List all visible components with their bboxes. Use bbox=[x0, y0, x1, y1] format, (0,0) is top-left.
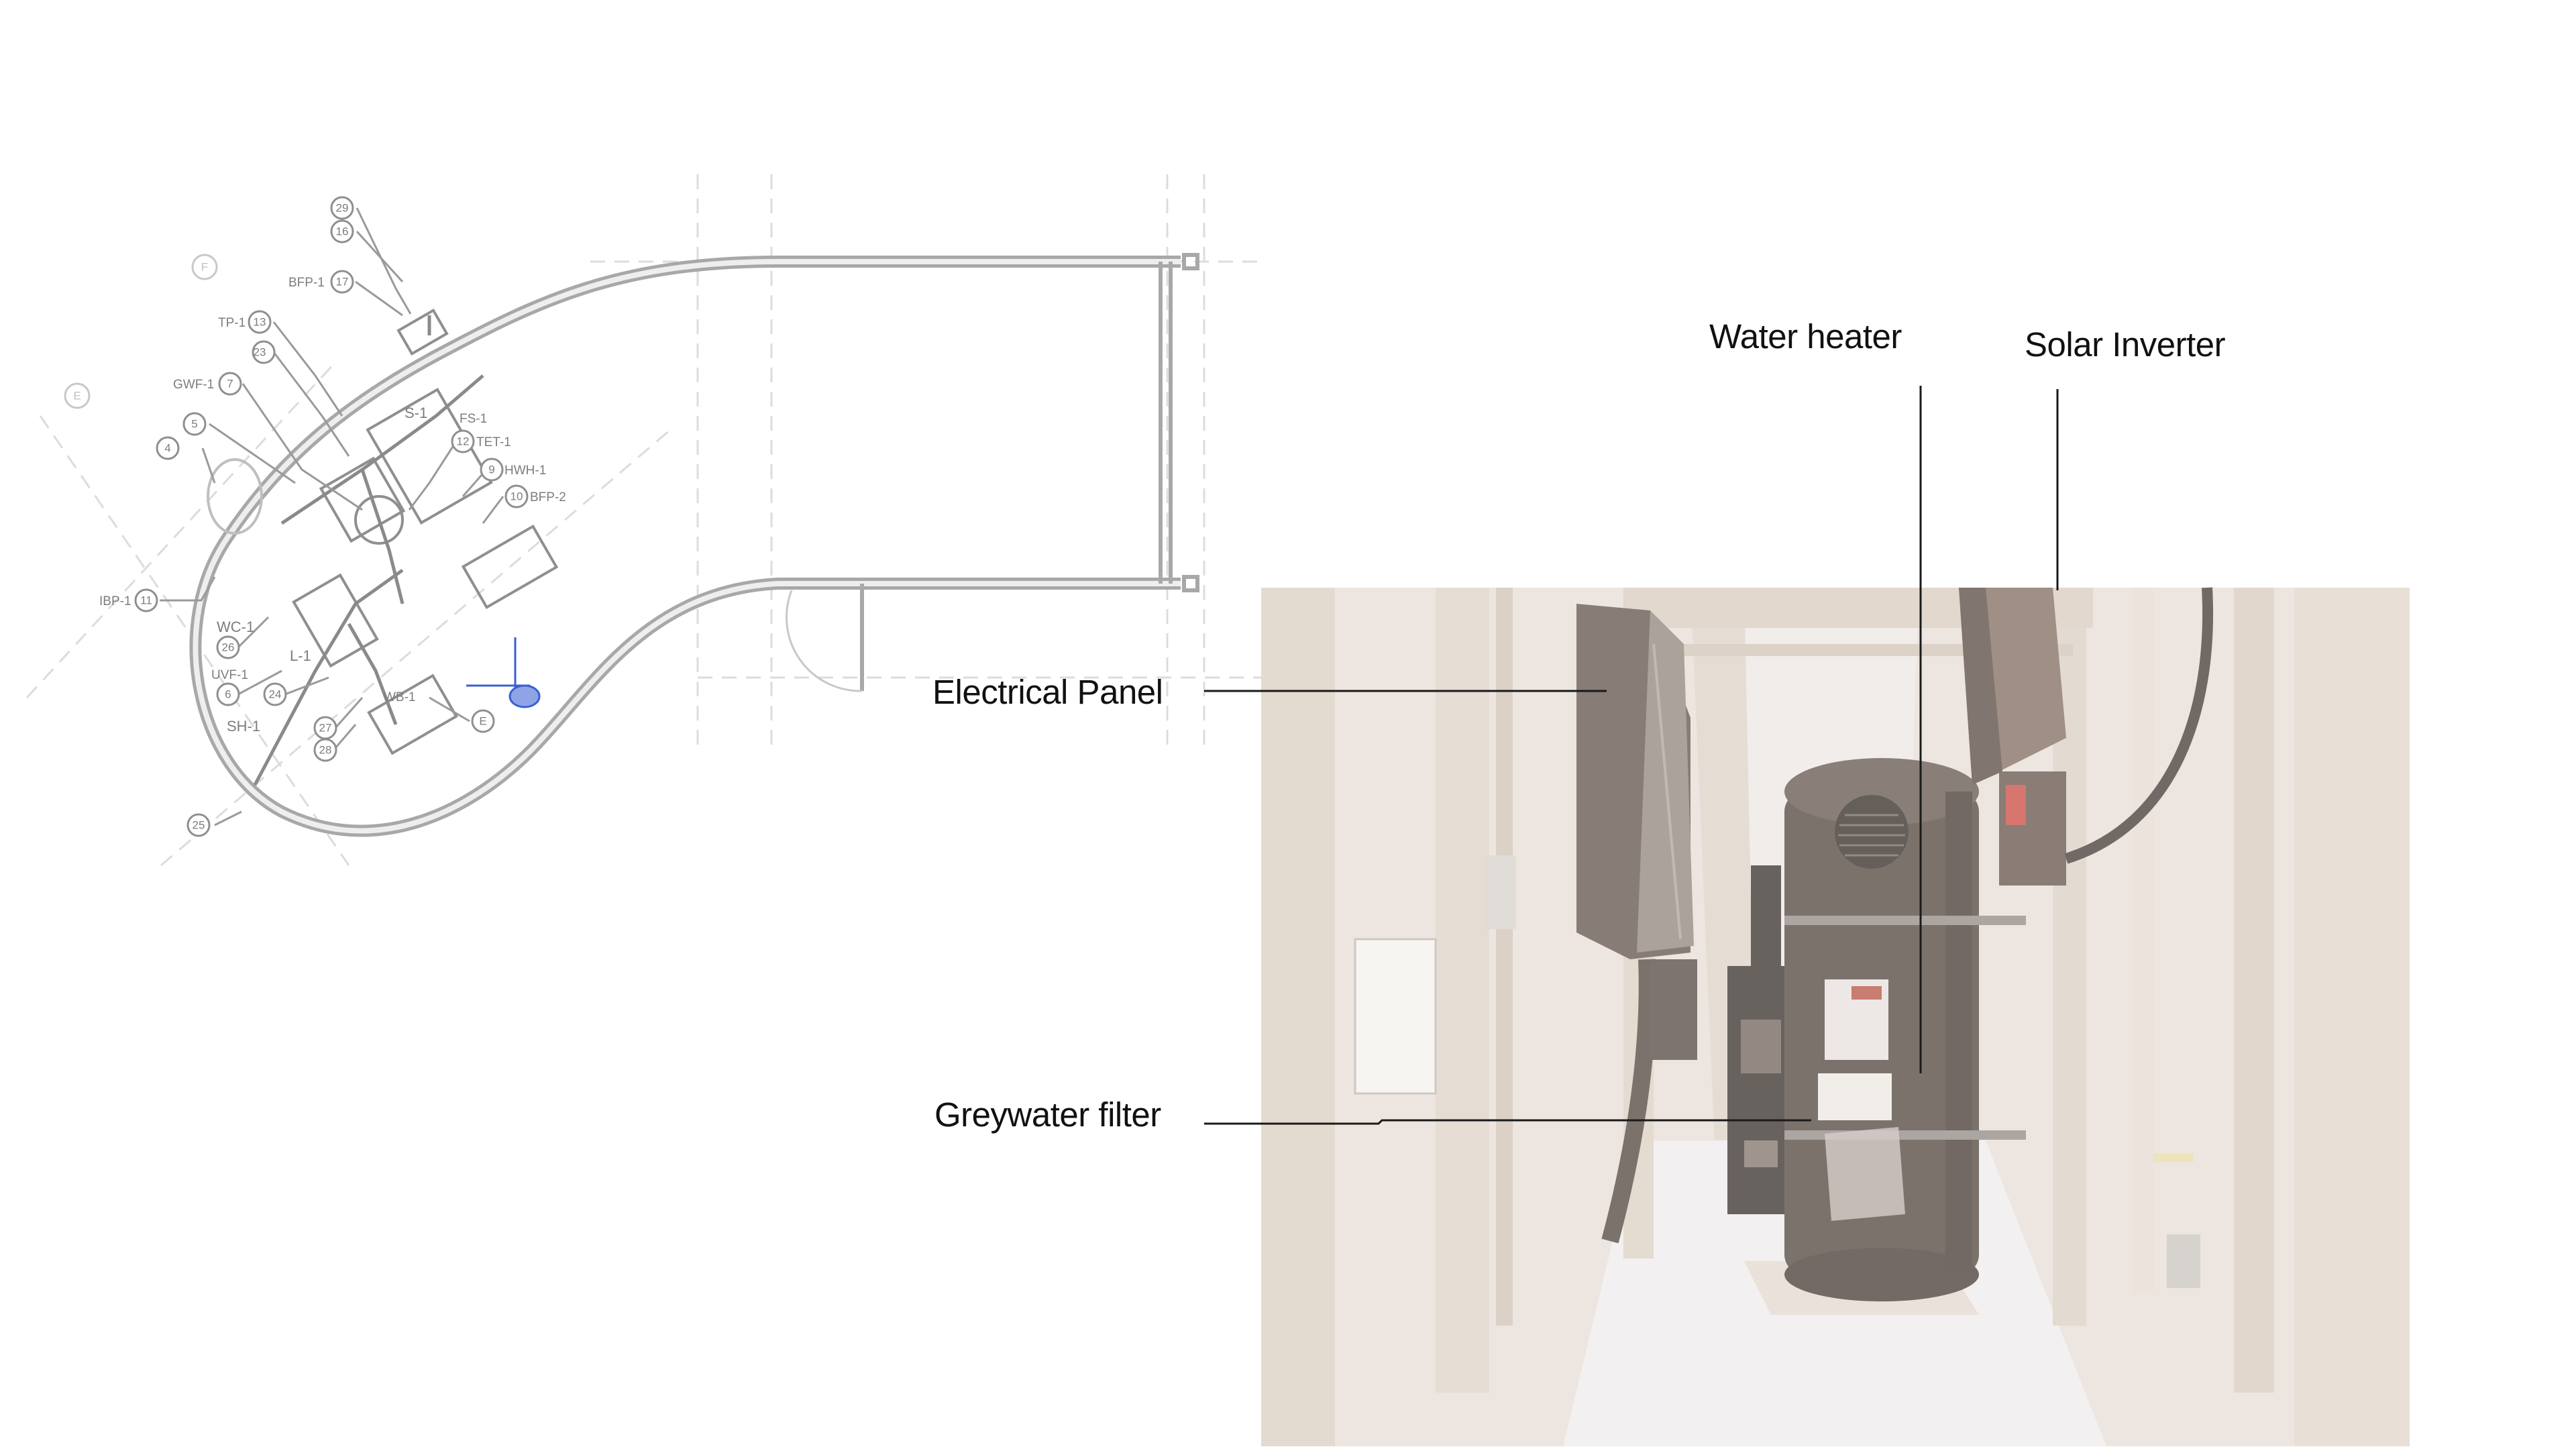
grid-bubble-e: E bbox=[73, 390, 80, 402]
electrical-panel-label: Electrical Panel bbox=[932, 673, 1163, 711]
solar-inverter-label: Solar Inverter bbox=[2025, 325, 2226, 364]
bubble-24: 24 bbox=[269, 688, 282, 701]
tag-sh-1: SH-1 bbox=[227, 718, 260, 735]
bubble-7: 7 bbox=[227, 378, 233, 390]
bubble-4: 4 bbox=[164, 442, 170, 455]
tag-bfp-1: BFP-1 bbox=[288, 276, 325, 290]
bubble-29: 29 bbox=[336, 202, 349, 215]
bubble-11: 11 bbox=[140, 594, 152, 607]
tag-l-1: L-1 bbox=[290, 647, 311, 664]
bubble-5: 5 bbox=[191, 418, 197, 431]
bubble-16: 16 bbox=[336, 225, 349, 238]
bubble-e: E bbox=[479, 715, 486, 728]
water-heater-tank bbox=[1784, 758, 2026, 1301]
bubble-23: 23 bbox=[254, 346, 266, 359]
solar-inverter bbox=[1959, 587, 2214, 885]
bubble-17: 17 bbox=[336, 276, 349, 288]
greywater-filter-leader bbox=[1204, 1119, 1811, 1125]
greywater-filter-label: Greywater filter bbox=[934, 1095, 1161, 1134]
tag-gwf-1: GWF-1 bbox=[173, 378, 214, 392]
tag-s-1: S-1 bbox=[405, 405, 427, 421]
tag-uvf-1: UVF-1 bbox=[211, 668, 248, 682]
bubble-6: 6 bbox=[225, 688, 231, 701]
tag-hwh-1: HWH-1 bbox=[504, 464, 546, 478]
location-marker-icon bbox=[466, 637, 541, 708]
tag-ibp-1: IBP-1 bbox=[99, 594, 131, 608]
bubble-13: 13 bbox=[254, 316, 266, 329]
tag-tp-1: TP-1 bbox=[218, 316, 246, 330]
bubble-9: 9 bbox=[488, 464, 494, 476]
water-heater-label: Water heater bbox=[1709, 317, 1902, 356]
bubble-12: 12 bbox=[457, 435, 470, 448]
grid-bubble-f: F bbox=[201, 261, 208, 274]
bubble-10: 10 bbox=[511, 490, 523, 503]
tag-bfp-2: BFP-2 bbox=[530, 490, 566, 504]
bubble-28: 28 bbox=[319, 744, 332, 757]
bubble-25: 25 bbox=[193, 819, 205, 832]
tag-fs-1: FS-1 bbox=[460, 412, 487, 426]
bubble-27: 27 bbox=[319, 722, 332, 735]
tag-tet-1: TET-1 bbox=[476, 435, 511, 449]
tag-wb-1: WB-1 bbox=[384, 690, 416, 704]
tag-wc-1: WC-1 bbox=[217, 619, 254, 635]
bubble-26: 26 bbox=[222, 641, 235, 654]
